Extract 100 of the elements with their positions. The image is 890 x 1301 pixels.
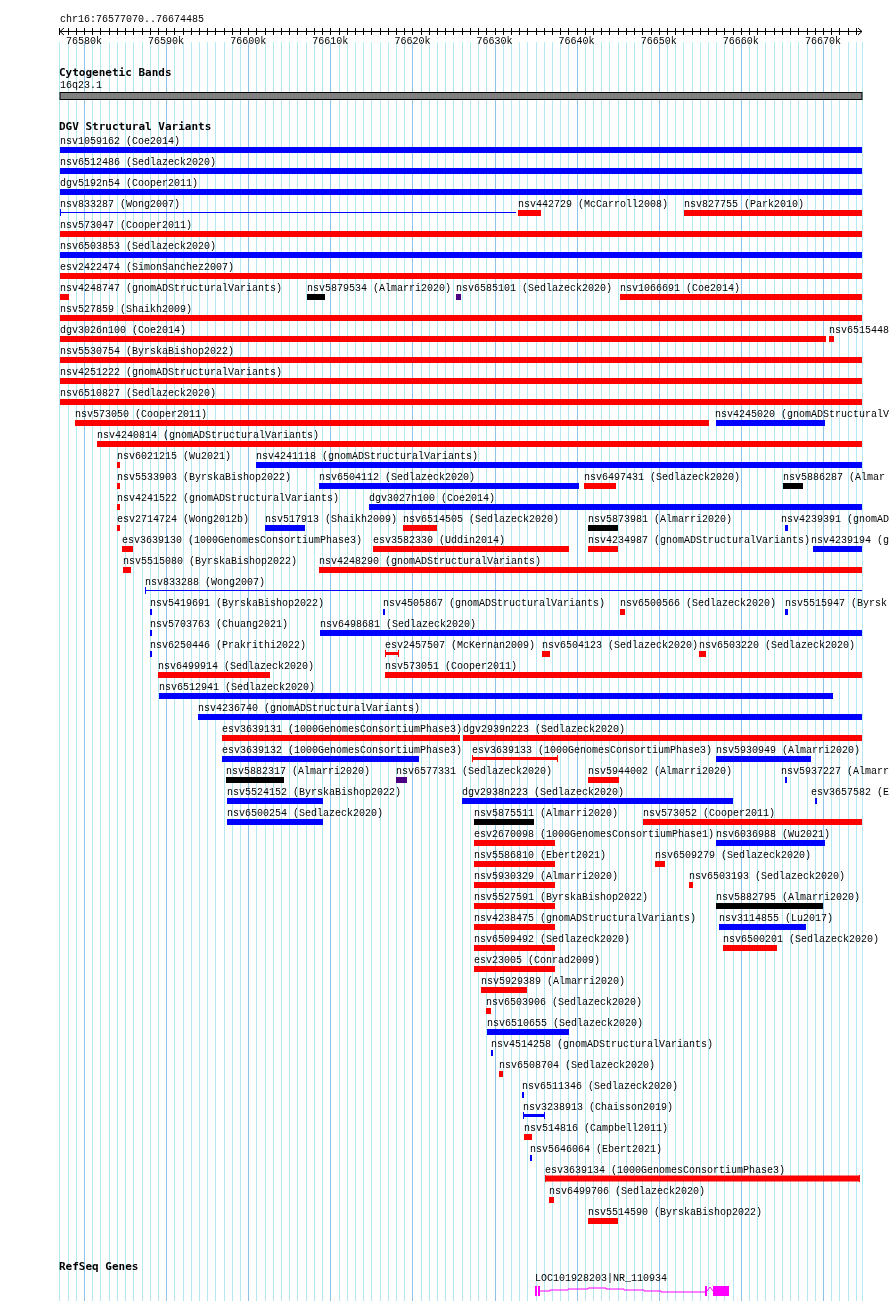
variant-label: nsv6497431 (Sedlazeck2020) [584,472,741,483]
track-title: RefSeq Genes [59,1261,139,1272]
variant-label: nsv5530754 (ByrskaBishop2022) [60,346,235,357]
variant-label: dgv5192n54 (Cooper2011) [60,178,199,189]
variant-label: nsv5419691 (ByrskaBishop2022) [150,598,325,609]
variant-label: nsv5527591 (ByrskaBishop2022) [474,892,649,903]
variant-label: nsv6510655 (Sedlazeck2020) [487,1018,644,1029]
tick-label: 76650k [640,36,677,47]
variant-label: nsv4239391 (gnomAD [781,514,890,525]
variant-label: nsv4248290 (gnomADStructuralVariants) [319,556,542,567]
variant-label: dgv3027n100 (Coe2014) [369,493,496,504]
variant-label: nsv1066691 (Coe2014) [620,283,741,294]
variant-label: nsv827755 (Park2010) [684,199,805,210]
variant-label: nsv6500566 (Sedlazeck2020) [620,598,777,609]
variant-label: nsv4238475 (gnomADStructuralVariants) [474,913,697,924]
variant-label: dgv2939n223 (Sedlazeck2020) [463,724,626,735]
variant-label: nsv573050 (Cooper2011) [75,409,208,420]
variant-label: nsv6514505 (Sedlazeck2020) [403,514,560,525]
variant-label: nsv5873981 (Almarri2020) [588,514,733,525]
variant-label: esv3639132 (1000GenomesConsortiumPhase3) [222,745,463,756]
variant-label: nsv6510827 (Sedlazeck2020) [60,388,217,399]
variant-label: nsv442729 (McCarroll2008) [518,199,669,210]
variant-label: nsv6512486 (Sedlazeck2020) [60,157,217,168]
variant-label: nsv6503220 (Sedlazeck2020) [699,640,856,651]
variant-label: nsv6500254 (Sedlazeck2020) [227,808,384,819]
variant-label: nsv4248747 (gnomADStructuralVariants) [60,283,283,294]
variant-label: nsv5930329 (Almarri2020) [474,871,619,882]
variant-label: esv3639133 (1000GenomesConsortiumPhase3) [472,745,713,756]
variant-label: nsv5515080 (ByrskaBishop2022) [123,556,298,567]
variant-label: nsv6499914 (Sedlazeck2020) [158,661,315,672]
variant-label: nsv517913 (Shaikh2009) [265,514,398,525]
tick-label: 76610k [312,36,349,47]
variant-label: nsv6503906 (Sedlazeck2020) [486,997,643,1008]
variant-label: nsv4245020 (gnomADStructuralV [715,409,890,420]
variant-label: nsv6515448 [829,325,889,336]
variant-label: nsv4241522 (gnomADStructuralVariants) [117,493,340,504]
variant-label: nsv4505867 (gnomADStructuralVariants) [383,598,606,609]
variant-label: nsv833287 (Wong2007) [60,199,181,210]
variant-label: nsv4236740 (gnomADStructuralVariants) [198,703,421,714]
tick-label: 76600k [230,36,267,47]
variant-label: nsv5514590 (ByrskaBishop2022) [588,1207,763,1218]
variant-label: nsv6021215 (Wu2021) [117,451,232,462]
variant-label: nsv6498681 (Sedlazeck2020) [320,619,477,630]
tick-label: 76590k [148,36,185,47]
tick-label: 76640k [558,36,595,47]
track-title: Cytogenetic Bands [59,67,172,78]
variant-label: nsv4239194 (g [811,535,889,546]
variant-label: esv3639134 (1000GenomesConsortiumPhase3) [545,1165,786,1176]
variant-label: nsv3114855 (Lu2017) [719,913,834,924]
variant-label: nsv6503193 (Sedlazeck2020) [689,871,846,882]
variant-label: nsv6585101 (Sedlazeck2020) [456,283,613,294]
variant-label: nsv573047 (Cooper2011) [60,220,193,231]
variant-label: dgv3026n100 (Coe2014) [60,325,187,336]
variant-label: nsv6511346 (Sedlazeck2020) [522,1081,679,1092]
variant-label: nsv6503853 (Sedlazeck2020) [60,241,217,252]
variant-label: nsv1059162 (Coe2014) [60,136,181,147]
variant-label: nsv5886287 (Almar [783,472,886,483]
variant-label: esv2670098 (1000GenomesConsortiumPhase1) [474,829,715,840]
variant-label: dgv2938n223 (Sedlazeck2020) [462,787,625,798]
tick-label: 76670k [804,36,841,47]
tick-label: 76660k [722,36,759,47]
variant-label: nsv3238913 (Chaisson2019) [523,1102,674,1113]
variant-label: nsv4251222 (gnomADStructuralVariants) [60,367,283,378]
variant-label: esv3639130 (1000GenomesConsortiumPhase3) [122,535,363,546]
tick-label: 76630k [476,36,513,47]
variant-label: nsv5533903 (ByrskaBishop2022) [117,472,292,483]
variant-label: nsv6036988 (Wu2021) [716,829,831,840]
variant-label: esv23005 (Conrad2009) [474,955,601,966]
band-label: 16q23.1 [60,80,102,91]
variant-label: nsv573052 (Cooper2011) [643,808,776,819]
variant-label: nsv4241118 (gnomADStructuralVariants) [256,451,479,462]
variant-label: nsv5882795 (Almarri2020) [716,892,861,903]
variant-label: nsv5944002 (Almarri2020) [588,766,733,777]
variant-label: nsv4234987 (gnomADStructuralVariants) [588,535,811,546]
variant-label: nsv514816 (Campbell2011) [524,1123,669,1134]
variant-label: esv3657582 (E [811,787,889,798]
location-label: chr16:76577070..76674485 [60,14,205,25]
variant-label: esv3639131 (1000GenomesConsortiumPhase3) [222,724,463,735]
tick-label: 76580k [66,36,102,47]
variant-label: nsv6577331 (Sedlazeck2020) [396,766,553,777]
variant-label: nsv5646064 (Ebert2021) [530,1144,663,1155]
variant-label: nsv6509279 (Sedlazeck2020) [655,850,812,861]
variant-label: esv3582330 (Uddin2014) [373,535,506,546]
variant-label: nsv833288 (Wong2007) [145,577,266,588]
variant-label: esv2714724 (Wong2012b) [117,514,250,525]
variant-label: nsv6504123 (Sedlazeck2020) [542,640,699,651]
variant-label: nsv5586810 (Ebert2021) [474,850,607,861]
variant-label: nsv5879534 (Almarri2020) [307,283,452,294]
variant-label: nsv527859 (Shaikh2009) [60,304,193,315]
variant-label: nsv6509492 (Sedlazeck2020) [474,934,631,945]
variant-label: nsv6500201 (Sedlazeck2020) [723,934,880,945]
variant-label: nsv5937227 (Almarr [781,766,890,777]
variant-label: nsv5524152 (ByrskaBishop2022) [227,787,402,798]
tick-label: 76620k [394,36,431,47]
variant-label: nsv5929389 (Almarri2020) [481,976,626,987]
gene-label: LOC101928203|NR_110934 [535,1273,668,1284]
variant-label: nsv4240814 (gnomADStructuralVariants) [97,430,320,441]
variant-label: nsv5703763 (Chuang2021) [150,619,289,630]
variant-label: nsv6504112 (Sedlazeck2020) [319,472,476,483]
variant-label: nsv5882317 (Almarri2020) [226,766,371,777]
